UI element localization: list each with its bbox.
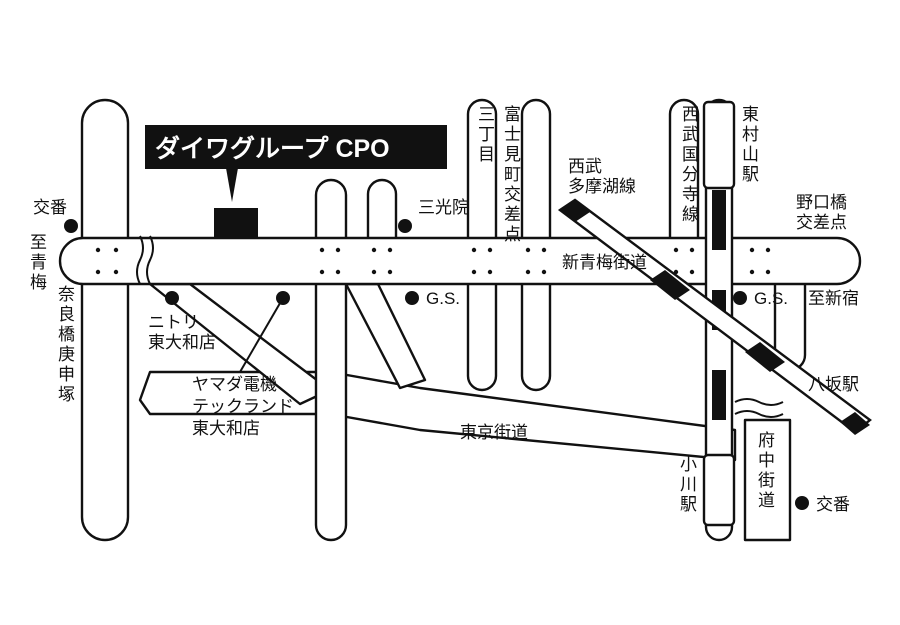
road-network [58, 98, 862, 542]
label-gs1: G.S. [426, 289, 460, 308]
label-fuchu-kaido: 府中街道 [758, 431, 775, 510]
label-nitori: ニトリ 東大和店 [148, 313, 216, 352]
nitori-line-1: ニトリ [148, 313, 199, 332]
station-box-higashimurayama [702, 100, 736, 190]
label-seibu-tamako: 西武 多摩湖線 [568, 157, 636, 196]
label-yamada: ヤマダ電機 テックランド 東大和店 [192, 375, 299, 438]
label-gs2: G.S. [754, 289, 788, 308]
station-box-ogawa [702, 453, 736, 527]
rail-tamako [557, 198, 872, 435]
label-seibu-kokubunji: 西武国分寺線 [682, 105, 699, 224]
label-sankoin: 三光院 [418, 198, 469, 217]
title-callout: ダイワグループ CPO [145, 125, 447, 238]
cpo-building-marker [214, 208, 258, 238]
koban-left-dot [64, 219, 78, 233]
label-hachisaka: 八坂駅 [808, 375, 859, 394]
label-tokyo-kaido: 東京街道 [460, 423, 528, 442]
sankoin-dot [398, 219, 412, 233]
label-to-shinjuku: 至新宿 [808, 289, 859, 308]
page-title: ダイワグループ CPO [155, 134, 390, 163]
label-koban-left: 交番 [33, 198, 67, 217]
label-san-chome: 三丁目 [478, 105, 495, 164]
nitori-line-2: 東大和店 [148, 333, 216, 352]
gs2-dot [733, 291, 747, 305]
label-higashimurayama: 東村山駅 [742, 105, 759, 184]
label-shin-ome-kaido: 新青梅街道 [562, 253, 647, 272]
station-boxes [702, 100, 736, 527]
road-shin-ome [58, 236, 862, 286]
label-nara-bashi: 奈良橋庚申塚 [58, 285, 75, 404]
label-koban-right: 交番 [816, 495, 850, 514]
break-marks [136, 235, 784, 418]
road-nara-bashi [80, 98, 130, 542]
gs1-dot [405, 291, 419, 305]
label-ogawa: 小川駅 [680, 455, 697, 514]
koban-right-dot [795, 496, 809, 510]
label-noguchibashi: 野口橋 交差点 [796, 193, 852, 232]
label-to-ome: 至青梅 [30, 233, 47, 292]
road-fuchu-kaido [743, 418, 792, 542]
road-south-1 [314, 178, 348, 542]
crossing-dots [95, 247, 771, 275]
label-fujimi: 富士見町交差点 [504, 105, 521, 244]
nitori-dot [165, 291, 179, 305]
landmark-dots [64, 219, 809, 510]
